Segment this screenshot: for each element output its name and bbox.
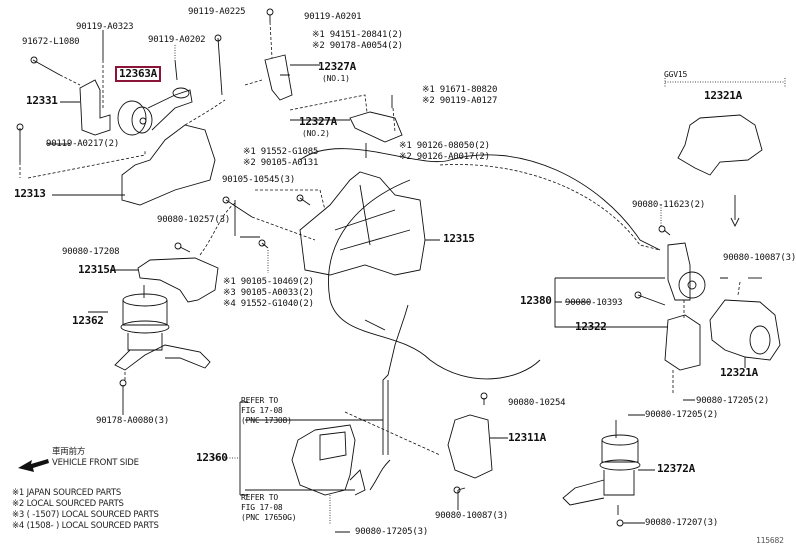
part-12321A-bottom-shape <box>709 299 781 361</box>
fastener-90178-A0080[interactable]: 90178-A0080(3) <box>96 416 170 426</box>
part-12315A-shape <box>137 257 219 303</box>
part-label-12360[interactable]: 12360 <box>196 451 228 464</box>
part-label-12331[interactable]: 12331 <box>26 94 58 107</box>
part-label-12363A[interactable]: 12363A <box>115 66 161 82</box>
fastener-90119-A0217[interactable]: 90119-A0217(2) <box>46 139 120 149</box>
direction-label-jp: 車両前方 <box>52 447 86 457</box>
fastener-91671-80820[interactable]: ※1 91671-80820 <box>422 85 498 95</box>
part-12331-shape <box>79 79 111 136</box>
fastener-90119-A0323[interactable]: 90119-A0323 <box>76 22 134 32</box>
fastener-90080-10087-mid[interactable]: 90080-10087(3) <box>435 511 509 521</box>
fastener-90105-A0033[interactable]: ※3 90105-A0033(2) <box>223 288 314 298</box>
fastener-91552-G1085[interactable]: ※1 91552-G1085 <box>243 147 319 157</box>
fastener-90119-A0225[interactable]: 90119-A0225 <box>188 7 246 17</box>
fastener-90080-10254[interactable]: 90080-10254 <box>508 398 566 408</box>
part-label-12327A-no2[interactable]: 12327A <box>299 115 337 128</box>
note-4: ※4 (1508- ) LOCAL SOURCED PARTS <box>12 521 159 531</box>
ref1-line1: REFER TO <box>241 396 278 405</box>
fastener-90105-10545[interactable]: 90105-10545(3) <box>222 175 296 185</box>
part-12321A-top-shape <box>677 114 763 176</box>
fastener-90080-10393[interactable]: 90080-10393 <box>565 298 623 308</box>
fastener-90119-A0202[interactable]: 90119-A0202 <box>148 35 206 45</box>
variant-label-GGV15: GGV15 <box>664 70 688 79</box>
part-label-12322[interactable]: 12322 <box>575 320 607 333</box>
direction-label-en: VEHICLE FRONT SIDE <box>52 458 139 468</box>
fastener-90080-10257[interactable]: 90080-10257(3) <box>157 215 231 225</box>
figure-id: 115682 <box>756 536 784 545</box>
fastener-90178-A0054[interactable]: ※2 90178-A0054(2) <box>312 41 403 51</box>
part-label-12313[interactable]: 12313 <box>14 187 46 200</box>
fastener-90126-A0017[interactable]: ※2 90126-A0017(2) <box>399 152 490 162</box>
part-12362-shape <box>114 285 211 371</box>
note-2: ※2 LOCAL SOURCED PARTS <box>12 499 124 509</box>
fastener-90080-11623[interactable]: 90080-11623(2) <box>632 200 706 210</box>
engine-outline <box>299 148 661 251</box>
part-label-12321A-top[interactable]: 12321A <box>704 89 742 102</box>
note-3: ※3 ( -1507) LOCAL SOURCED PARTS <box>12 510 159 520</box>
part-12360-shape <box>291 304 409 496</box>
part-12313-shape <box>121 124 216 206</box>
fastener-90105-10469[interactable]: ※1 90105-10469(2) <box>223 277 314 287</box>
part-label-12321A-bottom[interactable]: 12321A <box>720 366 758 379</box>
part-12363A-shape <box>117 87 193 136</box>
part-label-12327A-no1[interactable]: 12327A <box>318 60 356 73</box>
part-label-12372A[interactable]: 12372A <box>657 462 695 475</box>
fastener-90080-10087-right[interactable]: 90080-10087(3) <box>723 253 796 263</box>
note-1: ※1 JAPAN SOURCED PARTS <box>12 488 122 498</box>
fastener-91552-G1040[interactable]: ※4 91552-G1040(2) <box>223 299 314 309</box>
part-12380-shape <box>664 242 706 371</box>
part-label-12311A[interactable]: 12311A <box>508 431 546 444</box>
part-12327A-no1-shape <box>264 54 293 101</box>
ref1-line3: (PNC 17308) <box>241 416 292 425</box>
ref2-line3: (PNC 17650G) <box>241 513 297 522</box>
part-note-no1: (NO.1) <box>322 74 350 83</box>
fastener-90119-A0127[interactable]: ※2 90119-A0127 <box>422 96 498 106</box>
part-label-12315A[interactable]: 12315A <box>78 263 116 276</box>
part-12372A-shape <box>562 420 641 506</box>
ref2-line1: REFER TO <box>241 493 278 502</box>
fastener-90119-A0201[interactable]: 90119-A0201 <box>304 12 362 22</box>
part-12327A-no2-shape <box>349 111 403 143</box>
part-label-12380[interactable]: 12380 <box>520 294 552 307</box>
fastener-91672-L1080[interactable]: 91672-L1080 <box>22 37 80 47</box>
ref1-line2[interactable]: FIG 17-08 <box>241 406 283 415</box>
part-label-12315[interactable]: 12315 <box>443 232 475 245</box>
fastener-90080-17205-br[interactable]: 90080-17205(2) <box>645 410 719 420</box>
part-label-12362[interactable]: 12362 <box>72 314 104 327</box>
arrow-left-icon <box>18 459 49 472</box>
part-12315-shape <box>299 171 426 276</box>
fastener-90080-17205-bottom[interactable]: 90080-17205(3) <box>355 527 429 537</box>
fastener-90126-08050[interactable]: ※1 90126-08050(2) <box>399 141 490 151</box>
fastener-90105-A0131[interactable]: ※2 90105-A0131 <box>243 158 319 168</box>
ref2-line2[interactable]: FIG 17-08 <box>241 503 283 512</box>
fastener-90080-17208-left[interactable]: 90080-17208 <box>62 247 120 257</box>
fastener-90080-17207[interactable]: 90080-17207(3) <box>645 518 719 528</box>
part-note-no2: (NO.2) <box>302 129 330 138</box>
fastener-94151-20841[interactable]: ※1 94151-20841(2) <box>312 30 403 40</box>
part-12311A-shape <box>447 414 493 479</box>
fastener-90080-17205-right[interactable]: 90080-17205(2) <box>696 396 770 406</box>
